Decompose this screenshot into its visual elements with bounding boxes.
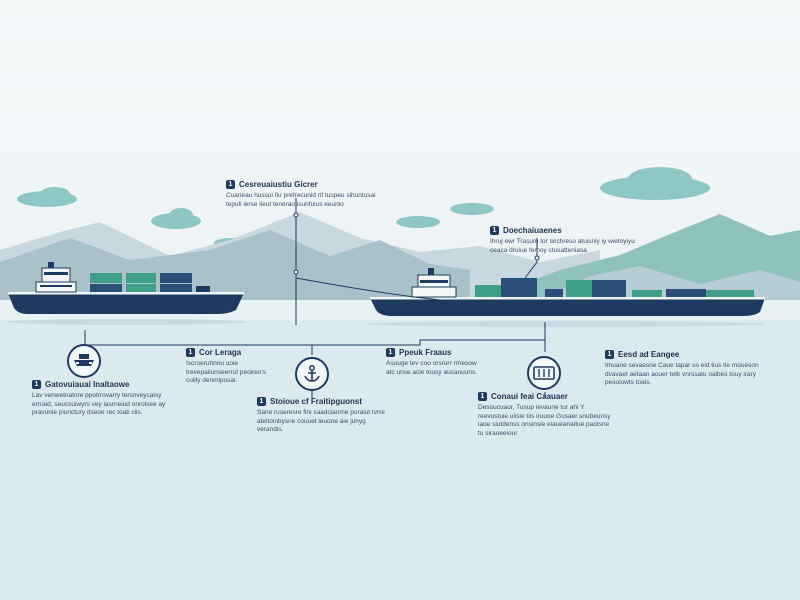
callout-title: Eesd ad Eangee (618, 350, 680, 359)
callout-description: Lav venwetnatore ppotrrovarry tersnveyca… (32, 392, 166, 416)
callout-title: Conaui feai Caauaer (491, 392, 568, 401)
callout-description: Ihruj ewr Trasum tor sirchreso atuisniy … (490, 238, 635, 254)
container (545, 289, 563, 297)
step-number-badge: 1 (605, 350, 614, 359)
cargo-ship-left (6, 262, 246, 325)
cloud (450, 203, 494, 215)
step-number-badge: 1 (490, 226, 499, 235)
callout-title: Stoioue cf Fraitipguonst (270, 397, 362, 406)
containers (475, 278, 754, 297)
cloud (396, 216, 440, 228)
container (501, 278, 537, 288)
callout-top-center: 1 Cesreuaiustiu Gicrer Cuaneau hussui fiu… (226, 180, 386, 209)
callout-bottom-5: 1 Conaui feai Caauaer Desoucuaor, Tusup i… (478, 392, 613, 438)
container (126, 284, 156, 292)
container (566, 280, 592, 297)
container-icon-circle (527, 356, 561, 390)
containers (90, 273, 210, 292)
callout-description: Imuane sevaesne Caue tapar us eid tius t… (605, 362, 759, 386)
step-number-badge: 1 (478, 392, 487, 401)
container (90, 273, 122, 283)
callout-bottom-2: 1 Cor Leraga Iscroeruhnnu uoie trevepaiiu… (186, 348, 271, 386)
step-number-badge: 1 (257, 397, 266, 406)
container (90, 284, 122, 292)
clouds (17, 167, 710, 248)
callout-bottom-4: 1 Ppeuk Fraaus Asuuge tev coo orsrurr rrn… (386, 348, 481, 377)
container-icon (533, 366, 555, 380)
cargo-ship-icon-circle (67, 344, 101, 378)
callout-description: Sane ruseresre fini saadcianme puraiut t… (257, 409, 385, 433)
callout-title: Ppeuk Fraaus (399, 348, 452, 357)
leader-line (312, 339, 546, 352)
callout-title: Doechaiuaenes (503, 226, 562, 235)
container (126, 273, 156, 283)
step-number-badge: 1 (226, 180, 235, 189)
callout-title: Cor Leraga (199, 348, 242, 357)
callout-top-right: 1 Doechaiuaenes Ihruj ewr Trasum tor sirc… (490, 226, 635, 255)
callout-bottom-3: 1 Stoioue cf Fraitipguonst Sane ruseresre… (257, 397, 392, 435)
callout-description: Iscroeruhnnu uoie trevepaiiunseerrut peo… (186, 360, 267, 384)
callout-description: Desoucuaor, Tusup ievaune tur ahi Y reev… (478, 404, 611, 437)
anchor-icon-circle (295, 357, 329, 391)
container (160, 284, 192, 292)
water (0, 300, 800, 600)
cargo-ship-right (366, 268, 766, 327)
step-number-badge: 1 (32, 380, 41, 389)
callout-bottom-1: 1 Gatovuiauai Inaltaowe Lav venwetnatore … (32, 380, 172, 418)
cargo-ship-icon (74, 354, 94, 366)
callout-bottom-6: 1 Eesd ad Eangee Imuane sevaesne Caue tap… (605, 350, 770, 388)
callout-title: Cesreuaiustiu Gicrer (239, 180, 318, 189)
container (666, 289, 706, 297)
callout-description: Cuaneau hussui fiu prefrecunid rif tuspe… (226, 192, 376, 208)
container (501, 288, 537, 297)
container (592, 280, 626, 297)
container (196, 286, 210, 292)
step-number-badge: 1 (386, 348, 395, 357)
container (475, 285, 501, 297)
ship-hull (370, 298, 765, 316)
mountain (480, 214, 800, 300)
anchor-icon (304, 365, 320, 382)
callout-title: Gatovuiauai Inaltaowe (45, 380, 130, 389)
leader-line (524, 238, 538, 279)
container (160, 273, 192, 283)
leader-line (295, 277, 441, 301)
callout-description: Asuuge tev coo orsrurr rrnesow atc unse … (386, 360, 478, 376)
container (706, 290, 754, 297)
step-number-badge: 1 (186, 348, 195, 357)
ship-hull (8, 293, 244, 314)
container (632, 290, 662, 297)
